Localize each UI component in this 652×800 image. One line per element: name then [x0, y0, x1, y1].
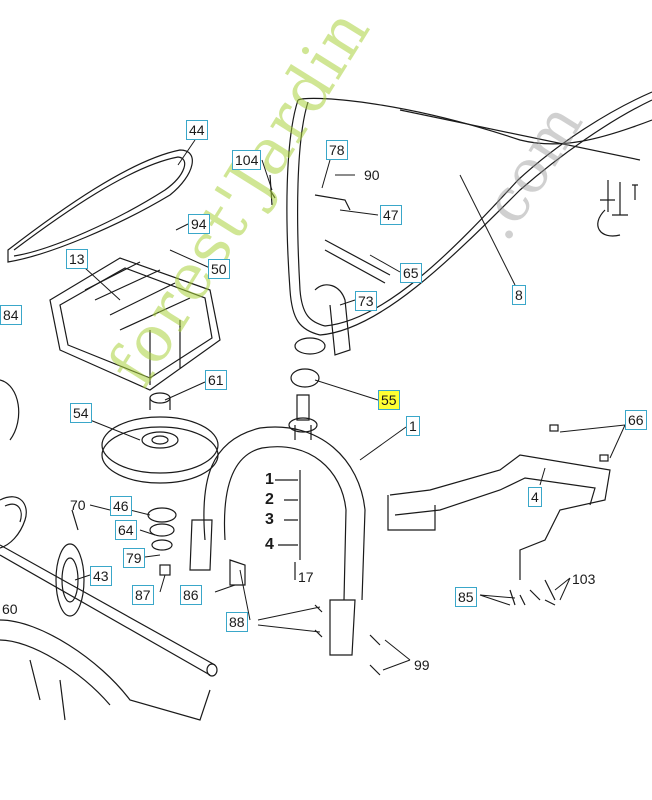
callout-90[interactable]: 90 — [364, 167, 380, 183]
callout-99[interactable]: 99 — [414, 657, 430, 673]
callout-44[interactable]: 44 — [186, 120, 208, 140]
upper-handle-drawing — [286, 91, 652, 336]
callout-17[interactable]: 17 — [298, 569, 314, 585]
gearbox-drawing — [49, 257, 221, 391]
callout-43[interactable]: 43 — [90, 566, 112, 586]
callout-54[interactable]: 54 — [70, 403, 92, 423]
callout-70[interactable]: 70 — [70, 497, 86, 513]
bracket-drawing — [387, 454, 611, 580]
callout-46[interactable]: 46 — [110, 496, 132, 516]
lower-handle-drawing — [189, 426, 366, 656]
callout-88[interactable]: 88 — [226, 612, 248, 632]
callout-55[interactable]: 55 — [378, 390, 400, 410]
callout-64[interactable]: 64 — [115, 520, 137, 540]
position-4: 4 — [265, 536, 274, 553]
positions-legend-drawing — [275, 470, 301, 580]
callout-8[interactable]: 8 — [512, 285, 526, 305]
leader-lines — [74, 139, 626, 671]
callout-61[interactable]: 61 — [205, 370, 227, 390]
callout-78[interactable]: 78 — [326, 140, 348, 160]
frame-drawing — [0, 379, 211, 721]
pulley-drawing — [101, 392, 219, 484]
callout-66[interactable]: 66 — [625, 410, 647, 430]
callout-65[interactable]: 65 — [400, 263, 422, 283]
callout-87[interactable]: 87 — [132, 585, 154, 605]
callout-60[interactable]: 60 — [2, 601, 18, 617]
callout-1[interactable]: 1 — [406, 416, 420, 436]
callout-73[interactable]: 73 — [355, 291, 377, 311]
axle-drawing — [0, 543, 218, 677]
position-3: 3 — [265, 511, 274, 528]
rotation-symbol — [597, 180, 638, 237]
callout-4[interactable]: 4 — [528, 487, 542, 507]
callout-104[interactable]: 104 — [232, 150, 262, 170]
height-column-drawing — [288, 284, 351, 440]
callout-85[interactable]: 85 — [455, 587, 477, 607]
callout-86[interactable]: 86 — [180, 585, 202, 605]
callout-47[interactable]: 47 — [380, 205, 402, 225]
callout-50[interactable]: 50 — [208, 259, 230, 279]
chain-drawing — [0, 496, 27, 549]
callout-13[interactable]: 13 — [66, 249, 88, 269]
position-1: 1 — [265, 471, 274, 488]
callout-103[interactable]: 103 — [572, 571, 596, 587]
callout-79[interactable]: 79 — [123, 548, 145, 568]
drive-belt-drawing — [7, 149, 193, 263]
callout-94[interactable]: 94 — [188, 214, 210, 234]
callout-84[interactable]: 84 — [0, 305, 22, 325]
position-2: 2 — [265, 491, 274, 508]
